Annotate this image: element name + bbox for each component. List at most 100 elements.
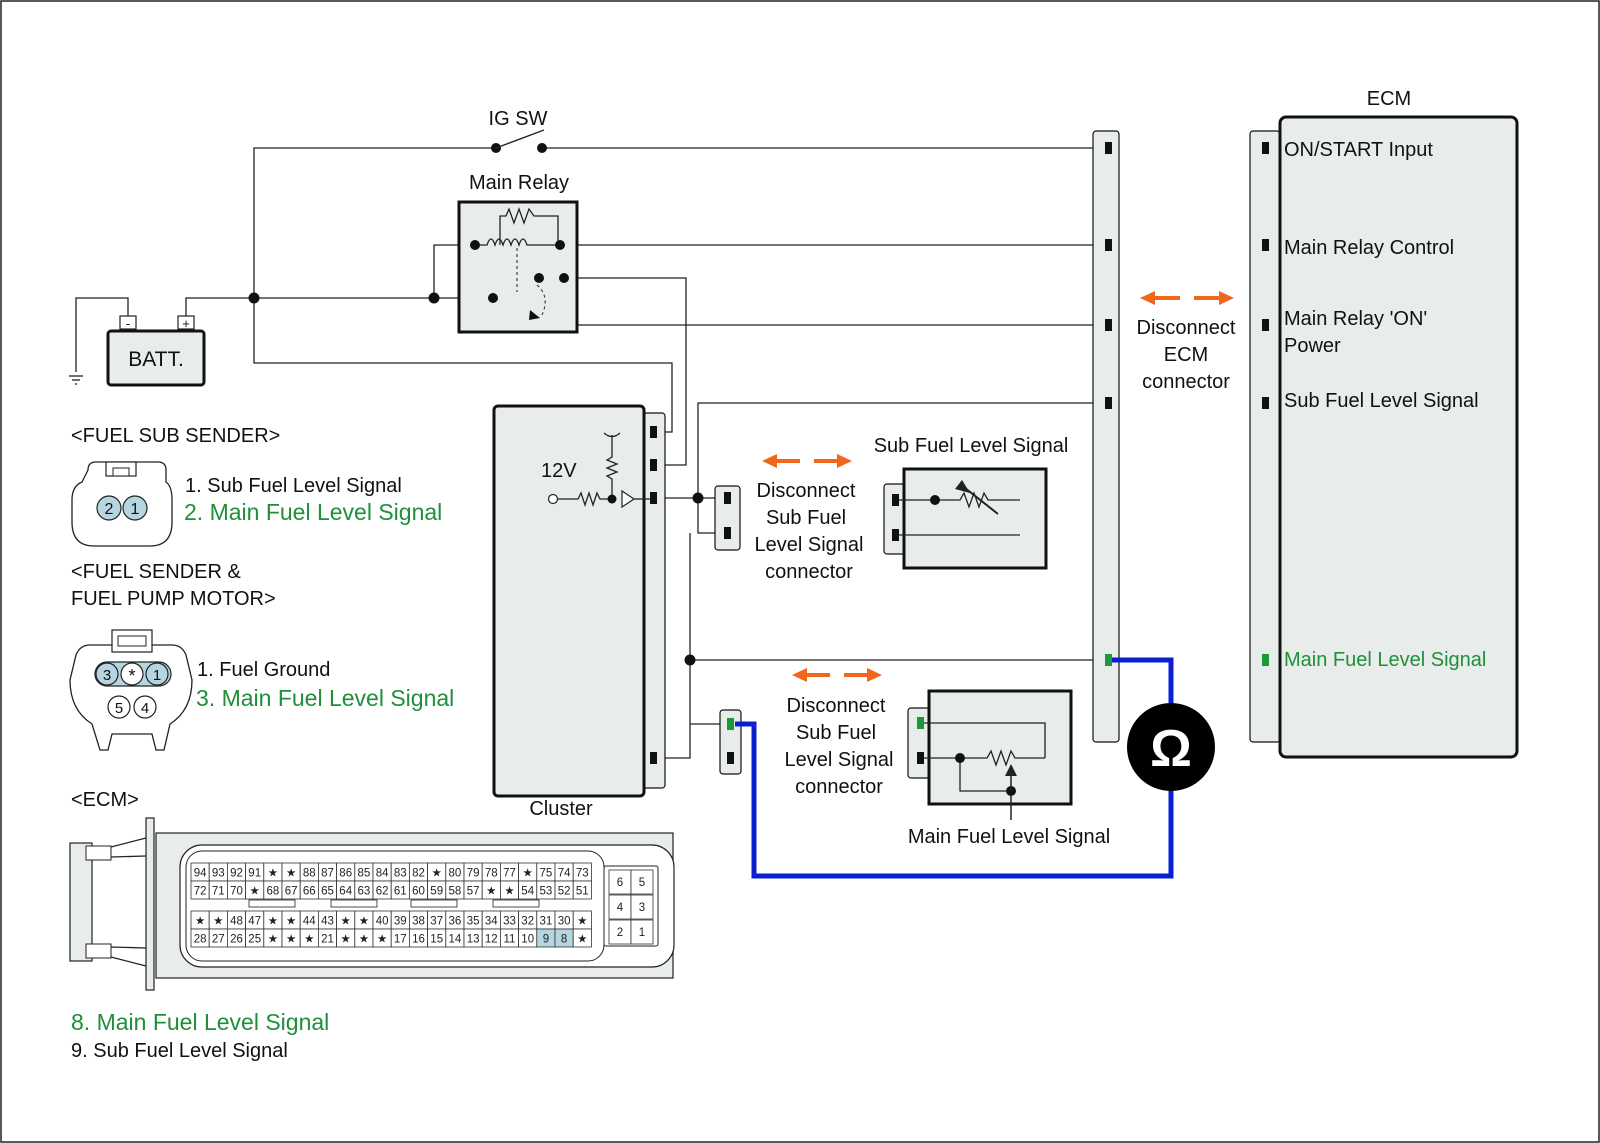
ecm-terminals [1262,142,1269,666]
ecm-side-pin-number: 3 [639,902,645,914]
ecm-pin-number: 60 [412,886,425,898]
ecm-pin-number: 37 [430,916,443,928]
disconnect-sub1-line2: Sub Fuel [766,507,846,529]
ecm-pin-number: 13 [467,934,480,946]
ecm-side-pin-cell [630,919,654,945]
ecm-side-pin-number: 2 [617,927,623,939]
ecm-pin-number: 34 [485,916,498,928]
ecm-pin-number: 58 [449,886,462,898]
ecm-pin-number: ★ [268,916,278,928]
ecm-pin-number: 12 [485,934,498,946]
cluster: Cluster 12V [492,404,666,820]
ecm-pin-number: ★ [432,868,442,880]
main-relay: Main Relay [457,172,579,334]
disconnect-sub2-line3: Level Signal [785,749,894,771]
sub-sender-item-1: 1. Sub Fuel Level Signal [185,475,402,497]
ecm-pin-number: 61 [394,886,407,898]
ecm-pin-number: 47 [248,916,261,928]
ecm-pin-number: 78 [485,868,498,880]
disconnect-sub1-line3: Level Signal [755,534,864,556]
harness-terminals [1105,142,1112,666]
ecm-side-pin-number: 1 [639,927,645,939]
ecm-pin-number: ★ [523,868,533,880]
ecm-pin-number: 62 [376,886,389,898]
ecm-pin-number: 77 [503,868,516,880]
ecm-pin-main-relay-on: Main Relay 'ON' [1284,308,1427,330]
ecm-pin-number: 15 [430,934,443,946]
battery: - + BATT. [106,315,206,387]
ecm-pin-number: 44 [303,916,316,928]
ecm-pin-number: 27 [212,934,225,946]
ecm-pin-number: 39 [394,916,407,928]
ecm-pin-number: 54 [521,886,534,898]
sub-sender-title: Sub Fuel Level Signal [874,435,1069,457]
ecm-pin-number: ★ [341,916,351,928]
pump-legend-title-1: <FUEL SENDER & [71,561,242,583]
ecm-pin-number: ★ [504,886,514,898]
sub-sender-item-2: 2. Main Fuel Level Signal [184,499,442,525]
ecm-item-8: 8. Main Fuel Level Signal [71,1009,329,1035]
ecm-pin-number: ★ [268,868,278,880]
ecm-harness-connector [1092,130,1120,743]
pump-item-1: 1. Fuel Ground [197,659,330,681]
ecm-box [1278,115,1519,759]
ecm-pin-number: 53 [540,886,553,898]
sub-pin-1: 1 [131,501,140,518]
ecm-pin-cell [572,880,592,900]
ecm-pin-main-fuel: Main Fuel Level Signal [1284,649,1486,671]
ecm-pin-number: ★ [341,934,351,946]
ecm-pin-number: 70 [230,886,243,898]
ecm-title: ECM [1367,88,1411,110]
ecm-pin-number: 26 [230,934,243,946]
pump-pin-1: 1 [153,667,161,684]
ig-sw-label: IG SW [489,108,548,130]
ecm-pin-main-relay-control: Main Relay Control [1284,237,1454,259]
ecm-pin-number: 94 [194,868,207,880]
ecm-pin-number: 17 [394,934,407,946]
ecm-pin-number: 74 [558,868,571,880]
batt-plus: + [182,316,190,331]
disconnect-ecm-line3: connector [1142,371,1230,393]
ecm-pin-number: 91 [248,868,261,880]
ecm-pin-number: ★ [486,886,496,898]
ecm-side-pin-cell [630,894,654,920]
disconnect-sub1-line1: Disconnect [757,480,856,502]
volt-label: 12V [541,460,577,482]
ecm-pin-number: 88 [303,868,316,880]
ecm-pin-number: ★ [359,934,369,946]
ecm-pin-cell [572,928,592,948]
ecm-pin-number: 25 [248,934,261,946]
sub-sender-legend-title: <FUEL SUB SENDER> [71,425,280,447]
disconnect-sub-arrows-1 [762,454,852,468]
ecm-pin-number: 16 [412,934,425,946]
ecm-pin-number: 10 [521,934,534,946]
ecm-pin-number: 92 [230,868,243,880]
ecm-pin-number: ★ [577,916,587,928]
ecm-pin-number: 57 [467,886,480,898]
disconnect-ecm-arrows [1140,291,1234,305]
disconnect-sub1-line4: connector [765,561,853,583]
ecm-pin-number: 93 [212,868,225,880]
ecm-pin-number: 52 [558,886,571,898]
ecm-pin-number: 59 [430,886,443,898]
ecm-pin-number: 72 [194,886,207,898]
ecm-pin-number: 43 [321,916,334,928]
disconnect-sub2-line1: Disconnect [787,695,886,717]
batt-label: BATT. [128,348,184,371]
meter-lead-ecm [1112,657,1174,712]
ecm-pin-number: 83 [394,868,407,880]
ecm-pin-number: ★ [377,934,387,946]
ig-switch-blade [495,129,545,149]
ecm-pin-sub-fuel: Sub Fuel Level Signal [1284,390,1479,412]
ecm-pin-number: 35 [467,916,480,928]
ecm-pin-number: 68 [267,886,280,898]
ecm-pin-number: 63 [358,886,371,898]
ecm-pin-number: 82 [412,868,425,880]
pump-pin-star: * [128,666,135,686]
ecm-pin-number: 9 [543,934,549,946]
ecm-pin-on-start: ON/START Input [1284,139,1433,161]
main-relay-label: Main Relay [469,172,569,194]
